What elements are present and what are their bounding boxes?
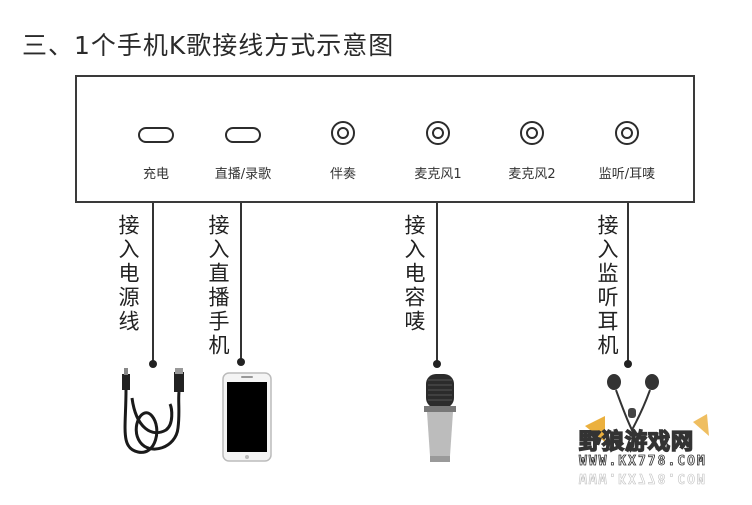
port-label: 直播/录歌 [214,167,272,182]
connection-dot [433,360,441,368]
audio-jack-icon [426,121,450,145]
page-title: 三、1个手机K歌接线方式示意图 [22,31,395,60]
smartphone-icon [222,372,272,462]
connection-line [152,203,154,363]
audio-jack-icon [615,121,639,145]
usb-port-icon [225,127,261,143]
watermark-logo: 野狼游戏网 WWW.KX778.COM WWW.KX778.COM [575,412,745,490]
connection-dot [237,358,245,366]
connection-text: 接入电源线 [116,214,140,334]
usb-port-icon [138,127,174,143]
audio-jack-icon [331,121,355,145]
watermark-url: WWW.KX778.COM [579,454,707,470]
connection-dot [624,360,632,368]
port-label: 伴奏 [329,167,357,182]
connection-line [240,203,242,361]
port-label: 监听/耳唛 [598,167,656,182]
connection-dot [149,360,157,368]
audio-jack-icon [520,121,544,145]
port-label: 麦克风1 [414,167,462,182]
watermark-brand: 野狼游戏网 [578,429,695,456]
connection-text: 接入直播手机 [206,214,230,358]
condenser-microphone-icon [424,374,456,462]
connection-line [436,203,438,363]
device-panel: 充电 直播/录歌 伴奏 麦克风1 麦克风2 监听/耳唛 [75,75,695,203]
earphones-icon [607,374,659,431]
port-label: 充电 [142,167,170,182]
usb-cable-icon [122,368,184,454]
connection-line [627,203,629,363]
connection-text: 接入电容唛 [402,214,426,334]
port-label: 麦克风2 [508,167,556,182]
watermark-url-reflection: WWW.KX778.COM [579,470,707,486]
connection-text: 接入监听耳机 [595,214,619,358]
